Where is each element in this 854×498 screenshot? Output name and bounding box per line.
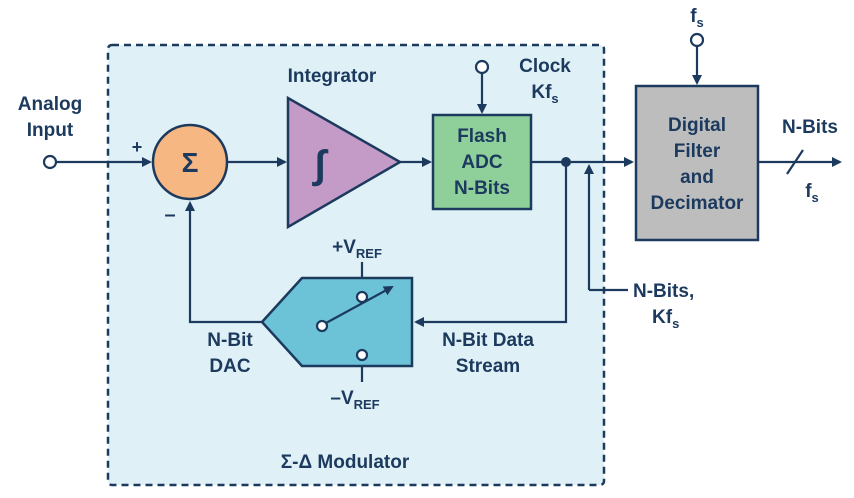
switch-top-contact: [355, 290, 369, 304]
digital-filter-block: [634, 84, 760, 242]
stream-label-2: Stream: [456, 356, 520, 377]
vref-plus-v: +V: [332, 237, 356, 258]
fs-top-f: f: [690, 6, 697, 27]
flash-adc-block: [431, 113, 533, 211]
fs-out-label: fs: [805, 181, 819, 205]
clock-terminal: [474, 59, 490, 75]
vref-minus-sub: REF: [354, 397, 380, 412]
clock-kf-sub: s: [551, 91, 558, 106]
switch-arm: [325, 286, 394, 324]
flash-adc-label-1: Flash: [457, 126, 507, 147]
analog-input-label-2: Input: [27, 120, 74, 141]
switch-pivot-contact: [315, 319, 329, 333]
dac-label-1: N-Bit: [207, 330, 253, 351]
switch-bottom-contact: [355, 348, 369, 362]
flash-adc-label-3: N-Bits: [454, 178, 510, 199]
summer-sigma: Σ: [182, 147, 199, 178]
analog-input-terminal: [42, 154, 58, 170]
modulator-region: [106, 43, 606, 487]
integrator-block: [286, 95, 403, 230]
fs-out-f: f: [805, 181, 812, 202]
fs-top-label: fs: [690, 6, 704, 30]
nbits-kfs-label-2: Kfs: [652, 307, 679, 331]
dac-block: [260, 276, 414, 368]
nbits-out-label: N-Bits: [782, 117, 838, 138]
vref-minus-label: –VREF: [330, 388, 379, 412]
wire-feedback-to-dac: [414, 162, 568, 327]
minus-sign: –: [164, 204, 175, 226]
clock-label-2: Kfs: [531, 82, 558, 106]
fs-out-sub: s: [812, 190, 819, 205]
wire-dac-to-summer: [185, 201, 262, 324]
fs-top-sub: s: [697, 15, 704, 30]
integral-symbol: ∫: [312, 143, 329, 187]
flash-adc-label-2: ADC: [461, 152, 502, 173]
plus-sign: +: [132, 137, 143, 157]
clock-label-1: Clock: [519, 56, 571, 77]
bus-slash: [786, 149, 804, 175]
nbits-kfs-kf: Kf: [652, 307, 673, 328]
filter-label-2: Filter: [674, 141, 721, 162]
integrator-label: Integrator: [288, 66, 377, 87]
vref-plus-sub: REF: [356, 246, 382, 261]
modulator-label: Σ-Δ Modulator: [281, 452, 410, 473]
filter-label-3: and: [680, 167, 714, 188]
filter-label-1: Digital: [668, 115, 726, 136]
stream-label-1: N-Bit Data: [442, 330, 534, 351]
dac-label-2: DAC: [209, 356, 250, 377]
nbits-kfs-sub: s: [672, 316, 679, 331]
vref-minus-v: –V: [330, 388, 354, 409]
clock-kf: Kf: [531, 82, 552, 103]
filter-label-4: Decimator: [651, 193, 745, 214]
vref-plus-label: +VREF: [332, 237, 382, 261]
analog-input-label-1: Analog: [18, 94, 82, 115]
nbits-kfs-label-1: N-Bits,: [633, 281, 694, 302]
fs-terminal: [689, 32, 705, 48]
